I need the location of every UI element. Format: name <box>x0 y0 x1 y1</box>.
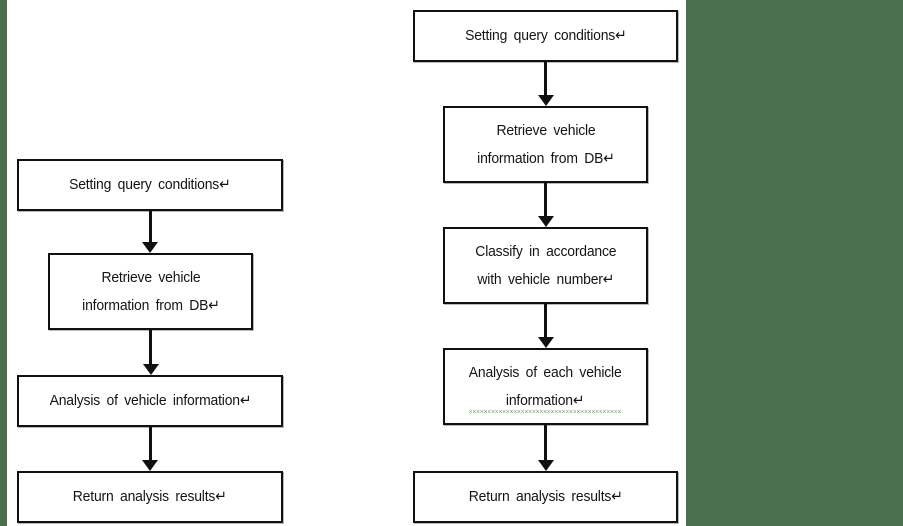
node-setting-query-conditions[interactable]: Setting query conditions↵ <box>17 159 283 211</box>
node-analysis-of-each-vehicle-information[interactable]: Analysis of each vehicle information↵ <box>443 348 648 425</box>
right-green-panel <box>686 0 903 526</box>
node-analysis-of-vehicle-information[interactable]: Analysis of vehicle information↵ <box>17 375 283 427</box>
node-label: Setting query conditions↵ <box>464 27 627 44</box>
node-label: Setting query conditions↵ <box>69 176 231 193</box>
connector-l2-l3 <box>48 330 253 375</box>
node-label: Analysis of vehicle information↵ <box>49 392 251 409</box>
node-retrieve-vehicle-information[interactable]: Retrieve vehicle information from DB↵ <box>48 253 253 330</box>
left-green-margin <box>0 0 7 526</box>
node-classify-by-vehicle-number[interactable]: Classify in accordance with vehicle numb… <box>443 227 648 304</box>
connector-r4-r5 <box>443 425 648 471</box>
node-retrieve-vehicle-information[interactable]: Retrieve vehicle information from DB↵ <box>443 106 648 183</box>
connector-l1-l2 <box>17 211 283 253</box>
connector-r2-r3 <box>443 183 648 227</box>
node-label: Classify in accordance with vehicle numb… <box>474 242 617 288</box>
node-label: Retrieve vehicle information from DB↵ <box>81 268 220 314</box>
connector-l3-l4 <box>17 427 283 471</box>
node-return-analysis-results[interactable]: Return analysis results↵ <box>17 471 283 523</box>
node-label: Return analysis results↵ <box>73 488 227 505</box>
node-return-analysis-results[interactable]: Return analysis results↵ <box>413 471 678 523</box>
node-setting-query-conditions[interactable]: Setting query conditions↵ <box>413 10 678 62</box>
node-label: Analysis of each vehicle information↵ <box>469 358 622 415</box>
node-label: Return analysis results↵ <box>468 488 623 505</box>
connector-r1-r2 <box>413 62 678 106</box>
connector-r3-r4 <box>443 304 648 348</box>
node-label: Retrieve vehicle information from DB↵ <box>476 121 615 167</box>
